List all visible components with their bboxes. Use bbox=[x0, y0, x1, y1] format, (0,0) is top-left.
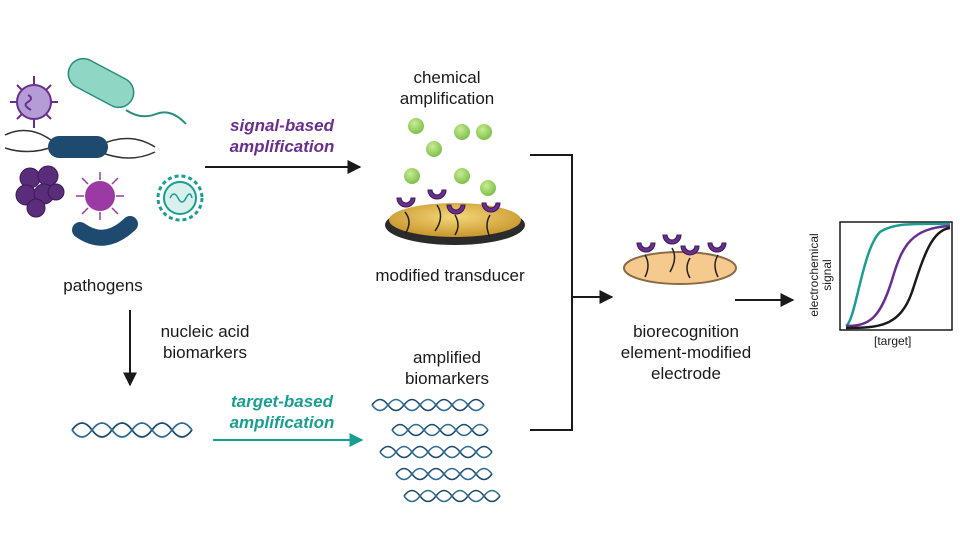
chart-ylabel: electrochemical signal bbox=[807, 220, 834, 330]
amplified-biomarkers-label-1: amplified bbox=[412, 348, 482, 367]
electrode-label-3: electrode bbox=[651, 364, 721, 383]
electrode-label-2: element-modified bbox=[620, 343, 752, 362]
electrode-label-1: biorecognition bbox=[633, 322, 739, 341]
curve-teal bbox=[845, 222, 951, 328]
target-based-label-1: target-based bbox=[230, 392, 334, 411]
virus-icon bbox=[10, 76, 58, 128]
chemical-amplification-label-2: amplification bbox=[399, 89, 495, 108]
receptor-icons bbox=[396, 189, 501, 238]
nucleic-acid-strand bbox=[71, 422, 193, 438]
teal-virus-icon bbox=[156, 174, 204, 222]
signal-based-label-1: signal-based bbox=[230, 116, 334, 135]
bacterium-icon bbox=[67, 57, 187, 125]
chart-ylabel-line2: signal bbox=[820, 259, 834, 291]
curve-black bbox=[845, 226, 951, 330]
curve-purple bbox=[845, 224, 951, 328]
modified-transducer-label: modified transducer bbox=[375, 266, 525, 285]
merge-bracket bbox=[530, 154, 573, 431]
bacillus-icon bbox=[4, 129, 156, 159]
chemical-amplification-label-1: chemical bbox=[413, 68, 481, 87]
coccus-cluster-icon bbox=[15, 165, 65, 218]
modified-transducer-illustration bbox=[385, 118, 525, 245]
curved-rod-icon bbox=[72, 216, 138, 246]
target-based-label-2: amplification bbox=[229, 413, 335, 432]
chart-xlabel: [target] bbox=[874, 334, 912, 348]
response-chart bbox=[839, 221, 953, 331]
chemical-amplifier-beads bbox=[404, 118, 496, 196]
nucleic-acid-label-1: nucleic acid bbox=[160, 322, 250, 341]
pathogens-label: pathogens bbox=[63, 276, 143, 295]
pathogens-group bbox=[4, 57, 204, 246]
nucleic-acid-label-2: biomarkers bbox=[162, 343, 248, 362]
amplified-biomarkers bbox=[371, 398, 501, 503]
signal-based-label-2: amplification bbox=[229, 137, 335, 156]
amplified-biomarkers-label-2: biomarkers bbox=[404, 369, 490, 388]
electrode-illustration bbox=[623, 234, 737, 285]
spiky-coccus-icon bbox=[76, 172, 124, 220]
